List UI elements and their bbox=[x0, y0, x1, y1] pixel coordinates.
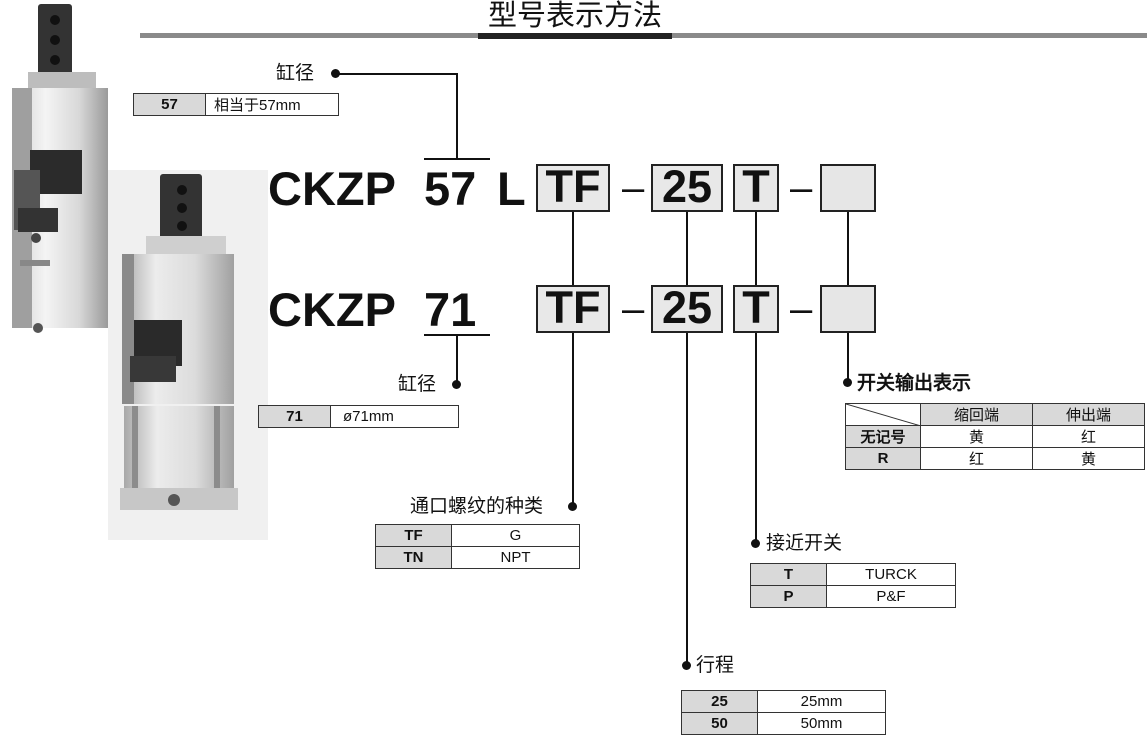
table-cell-code: 50 bbox=[681, 712, 758, 735]
bullet-icon bbox=[452, 380, 461, 389]
bullet-icon bbox=[682, 661, 691, 670]
table-cell-code: TF bbox=[375, 524, 452, 547]
row1-port-box: TF bbox=[536, 164, 610, 212]
connector-switch bbox=[755, 212, 757, 285]
bullet-icon bbox=[331, 69, 340, 78]
row2-prefix: CKZP bbox=[268, 283, 396, 336]
row1-switch-box: T bbox=[733, 164, 779, 212]
row1-prefix: CKZP bbox=[268, 162, 396, 215]
row1-stroke-box: 25 bbox=[651, 164, 723, 212]
table-cell-code: 57 bbox=[133, 93, 206, 116]
table-cell-code: 无记号 bbox=[845, 425, 921, 448]
bore57-label: 缸径 bbox=[276, 62, 315, 84]
table-header-retract: 缩回端 bbox=[920, 403, 1033, 426]
bullet-icon bbox=[568, 502, 577, 511]
page-title: 型号表示方法 bbox=[487, 0, 662, 32]
connector-switch-2 bbox=[755, 333, 757, 545]
bullet-icon bbox=[843, 378, 852, 387]
bullet-icon bbox=[751, 539, 760, 548]
row1-dash1: – bbox=[622, 166, 645, 210]
table-cell-desc: P&F bbox=[826, 585, 956, 608]
table-corner-cell bbox=[845, 403, 921, 426]
port-thread-label: 通口螺纹的种类 bbox=[410, 495, 544, 517]
table-cell-desc: 25mm bbox=[757, 690, 886, 713]
row1-bore-overline bbox=[424, 158, 490, 160]
row1-bore: 57 bbox=[424, 162, 477, 215]
connector-bore57-h bbox=[338, 73, 458, 75]
table-cell-desc: G bbox=[451, 524, 580, 547]
connector-port-2 bbox=[572, 333, 574, 508]
bore57-table: 57 相当于57mm bbox=[133, 93, 339, 116]
table-cell-code: 71 bbox=[258, 405, 331, 428]
connector-bore71 bbox=[456, 336, 458, 386]
table-cell-code: TN bbox=[375, 546, 452, 569]
port-thread-table: TF G TN NPT bbox=[375, 524, 580, 569]
row2-dash2: – bbox=[790, 287, 813, 331]
table-cell-desc: NPT bbox=[451, 546, 580, 569]
table-cell-desc: ø71mm bbox=[330, 405, 459, 428]
row2-port-box: TF bbox=[536, 285, 610, 333]
row2-switch-box: T bbox=[733, 285, 779, 333]
row2-dash1: – bbox=[622, 287, 645, 331]
connector-stroke-2 bbox=[686, 333, 688, 667]
table-cell-code: R bbox=[845, 447, 921, 470]
table-cell-desc: TURCK bbox=[826, 563, 956, 586]
table-cell-code: 25 bbox=[681, 690, 758, 713]
bore71-table: 71 ø71mm bbox=[258, 405, 459, 428]
table-cell-extend: 黄 bbox=[1032, 447, 1145, 470]
switch-output-table: 缩回端 伸出端 无记号 黄 红 R 红 黄 bbox=[845, 403, 1145, 470]
proximity-switch-label: 接近开关 bbox=[766, 532, 843, 554]
cylinder-photo-71 bbox=[108, 170, 268, 540]
switch-output-label: 开关输出表示 bbox=[857, 372, 972, 394]
table-cell-extend: 红 bbox=[1032, 425, 1145, 448]
row2-bore-underline bbox=[424, 334, 490, 336]
row2-output-box bbox=[820, 285, 876, 333]
table-cell-code: P bbox=[750, 585, 827, 608]
stroke-table: 25 25mm 50 50mm bbox=[681, 690, 886, 735]
row1-output-box bbox=[820, 164, 876, 212]
proximity-switch-table: T TURCK P P&F bbox=[750, 563, 956, 608]
title-underline bbox=[478, 33, 672, 39]
connector-output-2 bbox=[847, 333, 849, 383]
connector-stroke bbox=[686, 212, 688, 285]
connector-port bbox=[572, 212, 574, 285]
connector-output bbox=[847, 212, 849, 285]
table-cell-desc: 相当于57mm bbox=[205, 93, 339, 116]
row2-bore: 71 bbox=[424, 283, 477, 336]
diagonal-line bbox=[846, 404, 921, 426]
table-cell-code: T bbox=[750, 563, 827, 586]
row2-stroke-box: 25 bbox=[651, 285, 723, 333]
connector-bore57 bbox=[456, 73, 458, 159]
table-cell-retract: 红 bbox=[920, 447, 1033, 470]
table-header-extend: 伸出端 bbox=[1032, 403, 1145, 426]
row1-dash2: – bbox=[790, 166, 813, 210]
bore71-label: 缸径 bbox=[398, 373, 437, 395]
table-cell-desc: 50mm bbox=[757, 712, 886, 735]
stroke-label: 行程 bbox=[696, 654, 735, 676]
table-cell-retract: 黄 bbox=[920, 425, 1033, 448]
row1-suffix: L bbox=[497, 162, 526, 215]
